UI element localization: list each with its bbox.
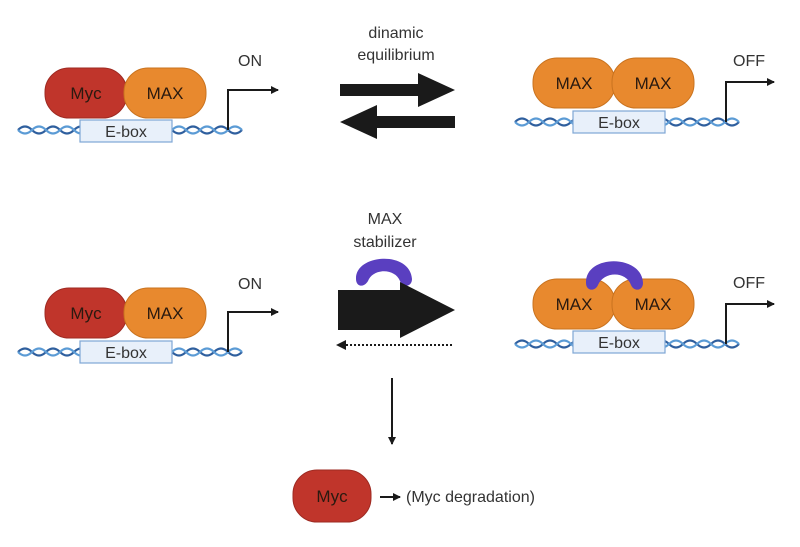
ebox: E-box <box>79 119 173 143</box>
max-protein: MAX <box>123 67 207 119</box>
stabilizer-molecule <box>355 258 412 286</box>
top-right-complex: E-box MAX MAX OFF <box>514 53 775 134</box>
off-label: OFF <box>733 53 765 70</box>
max-protein-left: MAX <box>532 278 616 330</box>
off-label: OFF <box>733 275 765 292</box>
forward-arrow <box>340 73 455 107</box>
reverse-arrowhead <box>336 340 346 350</box>
svg-text:Myc: Myc <box>316 487 348 506</box>
svg-text:E-box: E-box <box>598 115 640 132</box>
equilibrium-arrows: dinamic equilibrium <box>340 25 455 139</box>
max-protein-right: MAX <box>611 57 695 109</box>
svg-text:MAX: MAX <box>556 74 593 93</box>
svg-text:E-box: E-box <box>105 124 147 141</box>
arrow-label-line1: dinamic <box>368 25 423 42</box>
on-label: ON <box>238 53 262 70</box>
arrow-label-line1: MAX <box>368 211 403 228</box>
max-protein-right: MAX <box>611 278 695 330</box>
transcription-arrow <box>725 300 775 344</box>
forward-arrow-bold <box>338 282 455 338</box>
transcription-arrow <box>227 86 279 130</box>
ebox: E-box <box>572 110 666 134</box>
transcription-arrow <box>725 78 775 122</box>
transcription-arrow <box>227 308 279 352</box>
reverse-arrow <box>340 105 455 139</box>
svg-text:MAX: MAX <box>147 84 184 103</box>
svg-text:E-box: E-box <box>105 345 147 362</box>
arrow-label-line2: equilibrium <box>357 47 434 64</box>
free-myc-protein: Myc <box>292 469 372 523</box>
on-label: ON <box>238 276 262 293</box>
max-protein: MAX <box>123 287 207 339</box>
myc-protein: Myc <box>44 67 128 119</box>
bottom-right-complex: E-box MAX MAX OFF <box>514 261 775 354</box>
svg-text:MAX: MAX <box>635 295 672 314</box>
svg-text:MAX: MAX <box>635 74 672 93</box>
svg-text:MAX: MAX <box>556 295 593 314</box>
svg-text:Myc: Myc <box>70 304 102 323</box>
bound-stabilizer-molecule <box>585 261 643 290</box>
myc-protein: Myc <box>44 287 128 339</box>
degradation-label: (Myc degradation) <box>406 489 535 506</box>
top-left-complex: E-box Myc MAX ON <box>17 53 279 143</box>
svg-text:Myc: Myc <box>70 84 102 103</box>
bottom-left-complex: E-box Myc MAX ON <box>17 276 279 364</box>
arrow-label-line2: stabilizer <box>353 234 417 251</box>
svg-text:MAX: MAX <box>147 304 184 323</box>
max-protein-left: MAX <box>532 57 616 109</box>
ebox: E-box <box>79 340 173 364</box>
ebox: E-box <box>572 330 666 354</box>
stabilizer-arrows: MAX stabilizer <box>336 211 455 350</box>
svg-text:E-box: E-box <box>598 335 640 352</box>
